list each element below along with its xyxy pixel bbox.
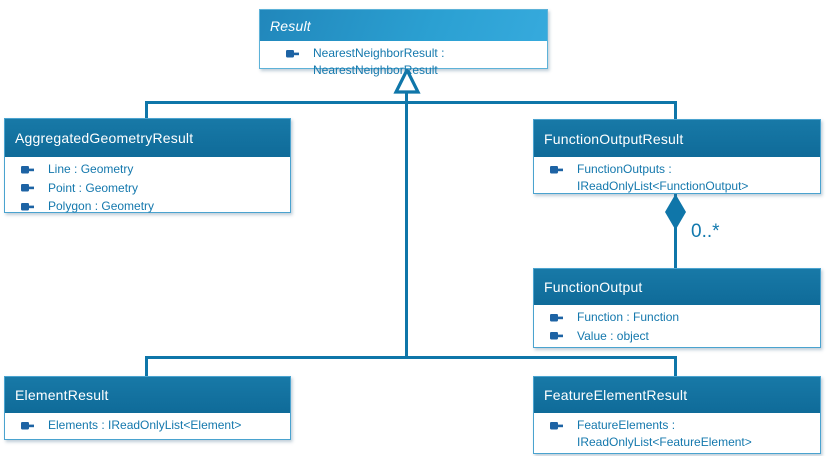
property-icon: [21, 421, 34, 431]
class-box-elementresult[interactable]: ElementResult Elements : IReadOnlyList<E…: [4, 376, 291, 440]
property-icon: [550, 313, 563, 323]
class-box-functionoutputresult[interactable]: FunctionOutputResult FunctionOutputs : I…: [533, 119, 821, 194]
inheritance-top-branch-line: [145, 101, 677, 104]
class-header: FunctionOutputResult: [534, 120, 820, 157]
class-header: ElementResult: [5, 377, 290, 413]
class-body: Elements : IReadOnlyList<Element>: [5, 413, 290, 435]
class-title: Result: [270, 17, 311, 34]
class-header: FeatureElementResult: [534, 377, 820, 413]
class-title: ElementResult: [15, 387, 109, 403]
class-header: FunctionOutput: [534, 269, 820, 305]
property-icon: [286, 49, 299, 59]
property-icon: [550, 331, 563, 341]
branch-drop-elementresult: [145, 356, 148, 377]
branch-drop-aggregatedgeometryresult: [145, 101, 148, 120]
property-label: FunctionOutputs : IReadOnlyList<Function…: [577, 162, 749, 193]
class-box-result[interactable]: Result NearestNeighborResult : NearestNe…: [259, 9, 548, 77]
multiplicity-label: 0..*: [691, 221, 720, 242]
composition-diamond-icon: [665, 194, 686, 230]
property-row: FeatureElements : IReadOnlyList<FeatureE…: [534, 416, 820, 451]
property-row: Value : object: [534, 327, 820, 346]
class-body: Line : Geometry Point : Geometry Polygon…: [5, 157, 290, 216]
class-box-aggregatedgeometryresult[interactable]: AggregatedGeometryResult Line : Geometry…: [4, 118, 291, 213]
property-label: Point : Geometry: [48, 180, 139, 195]
class-header: Result: [260, 10, 547, 41]
property-row: FunctionOutputs : IReadOnlyList<Function…: [534, 160, 820, 195]
property-icon: [21, 183, 34, 193]
property-row: Polygon : Geometry: [5, 197, 290, 216]
class-body: Function : Function Value : object: [534, 305, 820, 345]
class-header: AggregatedGeometryResult: [5, 119, 290, 157]
class-body: FunctionOutputs : IReadOnlyList<Function…: [534, 157, 820, 195]
property-icon: [21, 165, 34, 175]
class-title: AggregatedGeometryResult: [15, 130, 194, 146]
class-body: FeatureElements : IReadOnlyList<FeatureE…: [534, 413, 820, 451]
property-icon: [550, 165, 563, 175]
branch-drop-functionoutputresult: [674, 101, 677, 121]
inheritance-stem-line: [405, 93, 408, 358]
property-label: NearestNeighborResult : NearestNeighborR…: [313, 46, 445, 77]
inheritance-triangle-icon: [393, 67, 421, 94]
property-label: Function : Function: [577, 310, 680, 324]
property-label: Line : Geometry: [48, 162, 134, 176]
composition-line: [674, 193, 677, 269]
inheritance-bottom-branch-line: [145, 356, 677, 359]
property-icon: [21, 202, 34, 212]
property-row: Elements : IReadOnlyList<Element>: [5, 416, 290, 435]
property-icon: [550, 421, 563, 431]
class-box-functionoutput[interactable]: FunctionOutput Function : Function Value…: [533, 268, 821, 348]
property-label: Elements : IReadOnlyList<Element>: [48, 418, 242, 432]
class-body: NearestNeighborResult : NearestNeighborR…: [260, 41, 547, 79]
property-row: Point : Geometry: [5, 179, 290, 198]
class-box-featureelementresult[interactable]: FeatureElementResult FeatureElements : I…: [533, 376, 821, 454]
property-label: Value : object: [577, 328, 649, 343]
property-row: Line : Geometry: [5, 160, 290, 179]
class-title: FunctionOutputResult: [544, 130, 684, 147]
property-label: Polygon : Geometry: [48, 199, 155, 213]
class-title: FunctionOutput: [544, 279, 643, 295]
property-row: NearestNeighborResult : NearestNeighborR…: [270, 44, 547, 79]
property-label: FeatureElements : IReadOnlyList<FeatureE…: [577, 418, 752, 449]
branch-drop-featureelementresult: [674, 356, 677, 377]
property-row: Function : Function: [534, 308, 820, 327]
class-title: FeatureElementResult: [544, 387, 688, 403]
